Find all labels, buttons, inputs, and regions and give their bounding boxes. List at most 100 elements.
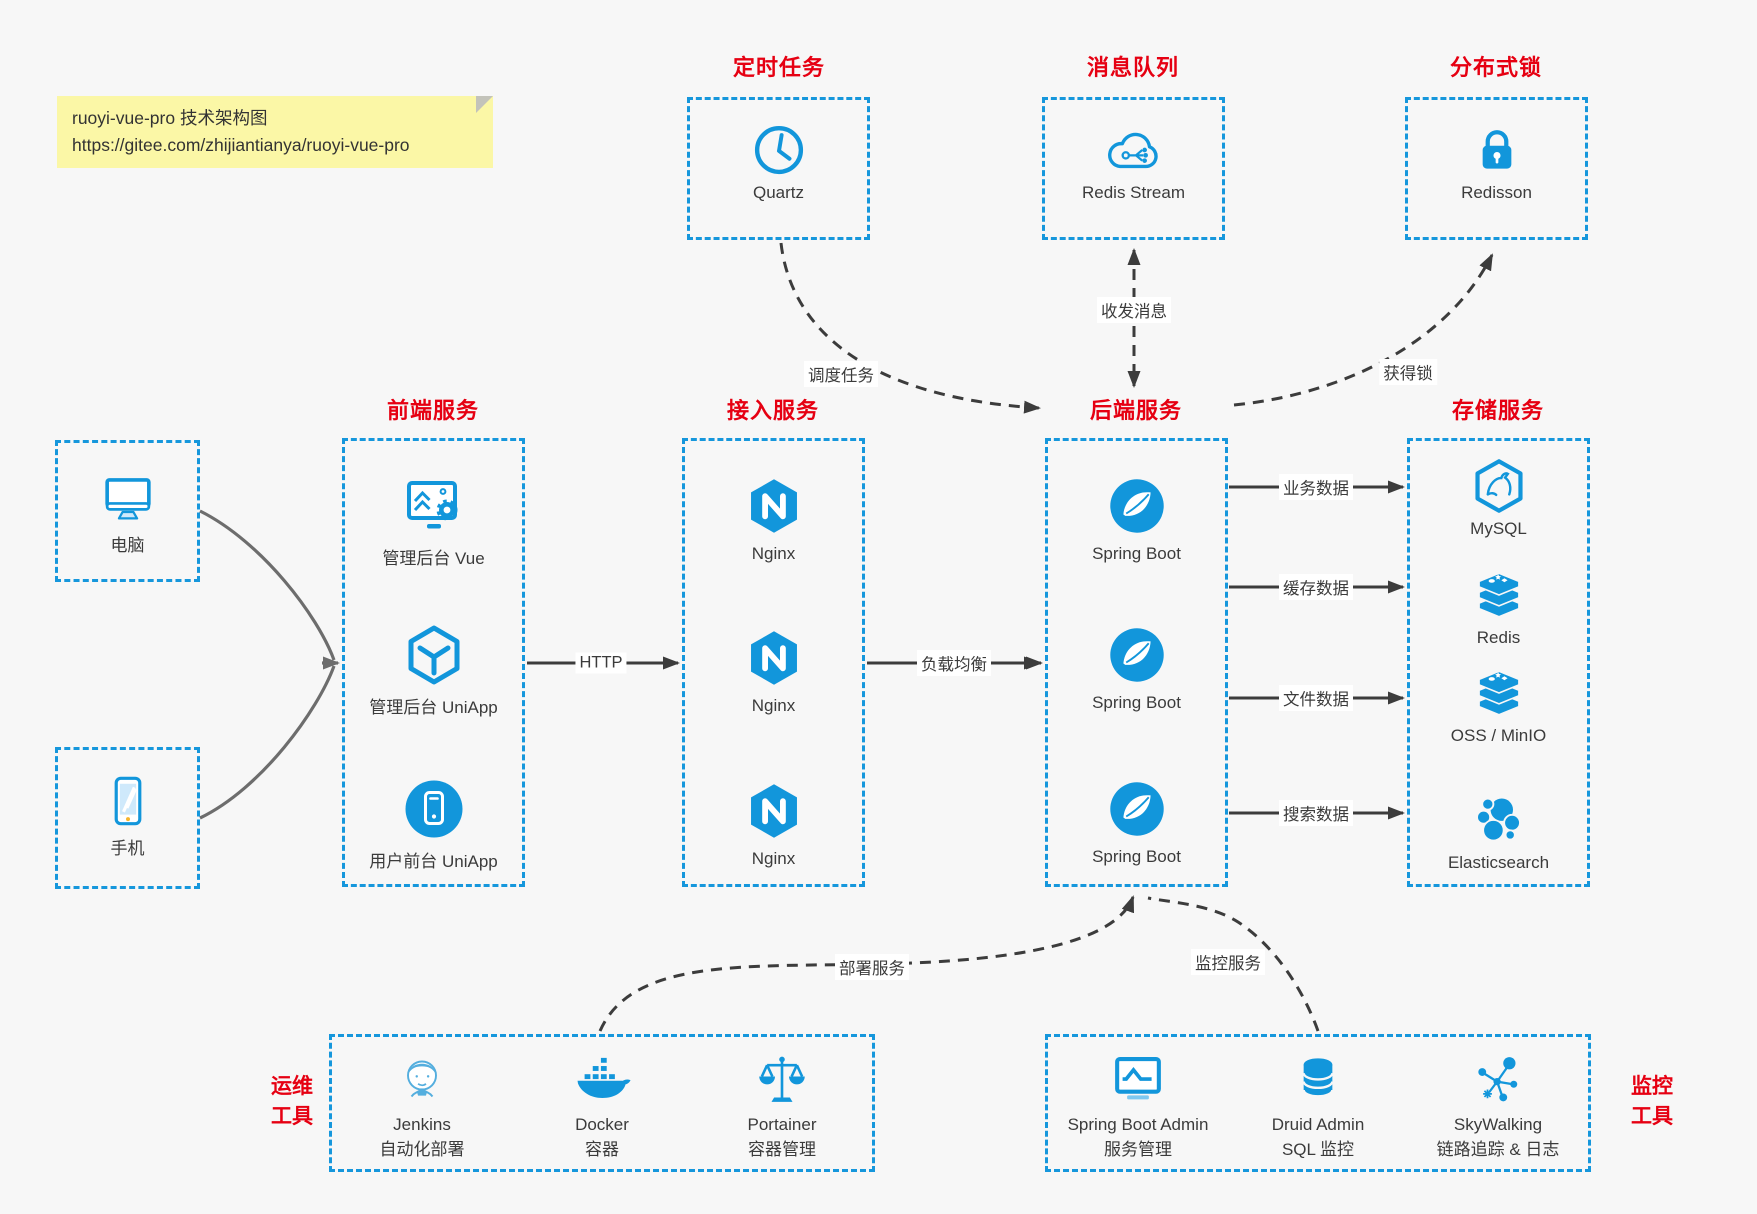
node-label: Spring Boot [1092,847,1181,866]
node-label: 手机 [110,839,145,858]
title-monitor-tools: 监控 工具 [1631,1075,1673,1128]
edge-label-load-balance: 负载均衡 [917,650,991,676]
node-springboot-2: Spring Boot [1048,621,1225,713]
oss-icon [1470,664,1528,722]
title-gateway: 接入服务 [726,398,820,423]
node-druid-admin: Druid Admin SQL 监控 [1228,1037,1408,1169]
edge-label-schedule: 调度任务 [804,361,878,387]
box-scheduled: Quartz [687,97,870,240]
node-label: Spring Boot [1092,544,1181,563]
redis-icon [1470,566,1528,624]
edge-label-deploy: 部署服务 [835,954,909,980]
node-label: Redisson [1461,183,1532,202]
node-nginx-3: Nginx [685,777,862,869]
node-mysql: MySQL [1410,457,1587,539]
node-portainer: Portainer 容器管理 [692,1037,872,1169]
node-admin-vue: 管理后台 Vue [345,472,522,569]
title-ops-tools: 运维 工具 [271,1075,313,1128]
node-docker: Docker 容器 [512,1037,692,1169]
note-title: ruoyi-vue-pro 技术架构图 [72,108,268,128]
edge-label-monitor: 监控服务 [1191,949,1265,975]
node-label: Redis [1476,628,1521,647]
node-skywalking: SkyWalking 链路追踪 & 日志 [1408,1037,1588,1169]
node-label: Redis Stream [1082,183,1185,202]
node-label: 电脑 [110,536,145,555]
tool-desc: 链路追踪 & 日志 [1436,1140,1560,1159]
node-redis: Redis [1410,566,1587,648]
box-gateway: Nginx Nginx Nginx [682,438,865,887]
edge-schedule [779,242,1041,414]
box-backend: Spring Boot Spring Boot Spring Boot [1045,438,1228,887]
node-jenkins: Jenkins 自动化部署 [332,1037,512,1169]
box-storage: MySQL Redis OSS / MinIO Elasticsearch [1407,438,1590,887]
tool-name: Druid Admin [1271,1115,1365,1134]
node-phone: 手机 [58,772,197,859]
title-frontend: 前端服务 [386,398,480,423]
edge-label-biz-data: 业务数据 [1279,474,1353,500]
box-lock: Redisson [1405,97,1588,240]
node-springboot-1: Spring Boot [1048,472,1225,564]
jenkins-icon [394,1051,450,1107]
note-fold-corner [476,96,493,113]
node-label: Quartz [752,183,805,202]
box-phone-client: 手机 [55,747,200,889]
title-storage: 存储服务 [1451,398,1545,423]
nginx-icon [744,472,804,540]
desktop-icon [99,469,157,527]
druid-icon [1291,1051,1345,1107]
uniapp-cube-icon [402,621,466,689]
node-label: MySQL [1470,519,1527,538]
node-redisson: Redisson [1408,121,1585,203]
edge-label-message: 收发消息 [1097,297,1171,323]
uniapp-phone-icon [402,775,466,843]
title-mq: 消息队列 [1086,55,1180,80]
spring-icon [1107,775,1167,843]
tool-name: Jenkins [393,1115,451,1134]
box-mq: Redis Stream [1042,97,1225,240]
title-backend: 后端服务 [1089,398,1183,423]
node-label: Nginx [751,849,796,868]
node-label: Nginx [751,544,796,563]
tool-desc: 容器 [585,1140,619,1159]
smartphone-icon [99,772,157,830]
box-monitor-tools: Spring Boot Admin 服务管理 Druid Admin SQL 监… [1045,1034,1591,1172]
edge-get-lock [1233,253,1494,407]
springbootadmin-icon [1109,1051,1167,1107]
nginx-icon [744,777,804,845]
node-springboot-admin: Spring Boot Admin 服务管理 [1048,1037,1228,1169]
tool-desc: 自动化部署 [379,1140,465,1159]
edge-label-search-data: 搜索数据 [1279,800,1353,826]
title-lock: 分布式锁 [1449,55,1543,80]
edge-label-cache-data: 缓存数据 [1279,574,1353,600]
edge-monitor [1147,896,1320,1032]
note-url: https://gitee.com/zhijiantianya/ruoyi-vu… [72,135,410,155]
edge-phone-to-frontend [199,665,336,820]
cloud-stream-icon [1103,121,1165,179]
node-label: Spring Boot [1092,693,1181,712]
admin-vue-icon [402,472,466,540]
node-oss-minio: OSS / MinIO [1410,664,1587,746]
node-elasticsearch: Elasticsearch [1410,791,1587,873]
edge-label-file-data: 文件数据 [1279,685,1353,711]
elasticsearch-icon [1471,791,1527,849]
tool-desc: SQL 监控 [1281,1140,1355,1159]
edge-deploy [598,895,1135,1032]
tool-desc: 服务管理 [1104,1140,1172,1159]
title-scheduled: 定时任务 [732,55,826,80]
node-nginx-1: Nginx [685,472,862,564]
edge-label-http: HTTP [575,652,627,674]
box-ops-tools: Jenkins 自动化部署 Docker 容器 Portainer 容器管理 [329,1034,875,1172]
tool-name: SkyWalking [1453,1115,1543,1134]
portainer-icon [754,1051,810,1107]
box-frontend: 管理后台 Vue 管理后台 UniApp 用户前台 UniApp [342,438,525,887]
node-label: 用户前台 UniApp [369,852,498,871]
node-admin-uniapp: 管理后台 UniApp [345,621,522,718]
sticky-note: ruoyi-vue-pro 技术架构图 https://gitee.com/zh… [57,96,493,168]
node-label: 管理后台 UniApp [369,698,498,717]
nginx-icon [744,624,804,692]
edge-label-get-lock: 获得锁 [1379,359,1437,385]
node-pc: 电脑 [58,469,197,556]
mysql-icon [1471,457,1527,515]
tool-desc: 容器管理 [748,1140,816,1159]
